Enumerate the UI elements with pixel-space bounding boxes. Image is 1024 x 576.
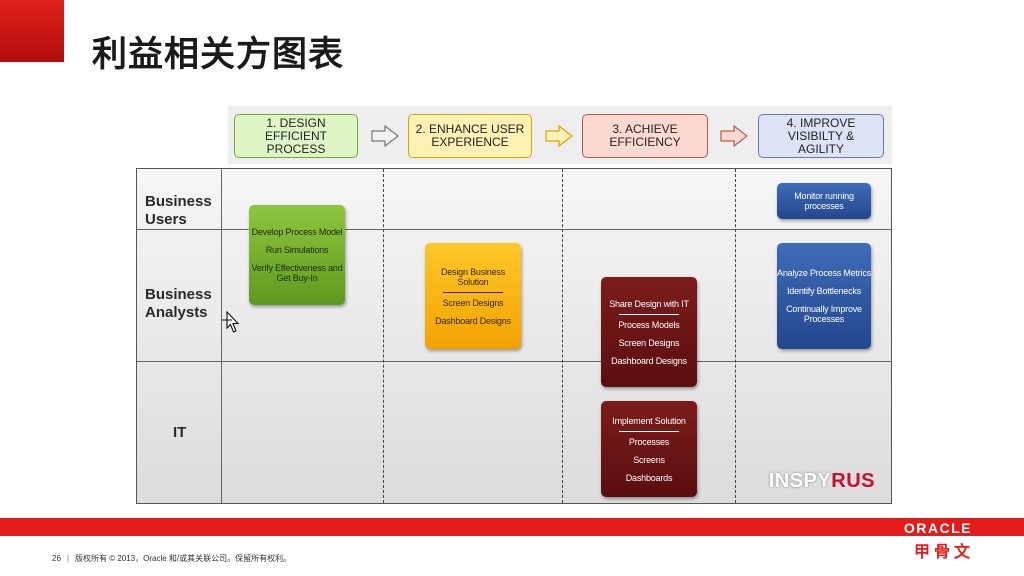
- label-column-divider: [221, 169, 222, 503]
- card-item: Process Models: [618, 319, 680, 330]
- inspyrus-logo: INSPYRUS: [769, 470, 875, 493]
- lane-divider: [137, 361, 891, 362]
- phase-divider: [735, 169, 736, 503]
- card-item: Analyze Process Metrics: [777, 268, 871, 278]
- stakeholder-diagram: 1. DESIGN EFFICIENT PROCESS 2. ENHANCE U…: [136, 106, 892, 506]
- phase-divider: [562, 169, 563, 503]
- oracle-chinese-logo: 甲骨文: [913, 542, 974, 561]
- footer-separator: |: [66, 554, 69, 563]
- card-share-design-with-it: Share Design with IT Process Models Scre…: [601, 277, 697, 387]
- card-item: Processes: [628, 436, 670, 447]
- card-item: Implement Solution: [612, 415, 686, 426]
- arrow-right-icon: [371, 125, 399, 147]
- logo-accent: R: [831, 470, 847, 492]
- phase-divider: [383, 169, 384, 503]
- card-item: Screen Designs: [442, 297, 504, 308]
- card-item: Share Design with IT: [609, 298, 689, 309]
- arrow-right-icon: [720, 125, 748, 147]
- card-item: Develop Process Model: [251, 227, 343, 237]
- arrow-right-icon: [545, 125, 573, 147]
- row-label-it: IT: [173, 424, 187, 441]
- card-divider: [619, 313, 679, 315]
- phase-achieve-efficiency: 3. ACHIEVE EFFICIENCY: [582, 114, 708, 158]
- card-item: Screen Designs: [618, 337, 680, 348]
- card-develop-process-model: Develop Process Model Run Simulations Ve…: [249, 205, 345, 305]
- logo-part: US: [846, 470, 875, 492]
- card-design-business-solution: Design Business Solution Screen Designs …: [425, 243, 521, 349]
- card-item: Dashboard Designs: [435, 315, 511, 326]
- page-number: 26: [52, 554, 61, 563]
- footer-copyright: 26 | 版权所有 © 2013，Oracle 和/或其关联公司。保留所有权利。: [52, 553, 291, 564]
- corner-accent-block: [0, 0, 64, 62]
- card-item: Identify Bottlenecks: [786, 286, 862, 296]
- page-title: 利益相关方图表: [92, 35, 345, 75]
- card-analyze-process-metrics: Analyze Process Metrics Identify Bottlen…: [777, 243, 871, 349]
- footer-red-bar: [0, 518, 1024, 536]
- card-implement-solution: Implement Solution Processes Screens Das…: [601, 401, 697, 497]
- card-item: Dashboard Designs: [611, 355, 687, 366]
- card-item: Design Business Solution: [440, 266, 506, 287]
- card-divider: [619, 430, 679, 432]
- phase-strip: 1. DESIGN EFFICIENT PROCESS 2. ENHANCE U…: [228, 106, 892, 164]
- card-item: Screens: [633, 454, 665, 465]
- card-item: Verify Effectiveness and Get Buy-In: [251, 263, 343, 283]
- card-monitor-running-processes: Monitor running processes: [777, 183, 871, 219]
- logo-part: INSPY: [768, 470, 832, 492]
- copyright-text: 版权所有 © 2013，Oracle 和/或其关联公司。保留所有权利。: [74, 554, 292, 563]
- card-item: Monitor running processes: [794, 191, 854, 211]
- phase-enhance-user-experience: 2. ENHANCE USER EXPERIENCE: [408, 114, 532, 158]
- oracle-logo: ORACLE: [903, 520, 972, 536]
- card-divider: [443, 291, 503, 293]
- move-cursor-icon: [222, 311, 240, 333]
- card-item: Continually Improve Processes: [786, 304, 862, 324]
- card-item: Run Simulations: [265, 245, 329, 255]
- row-label-business-users: Business Users: [145, 193, 212, 228]
- card-item: Dashboards: [625, 472, 673, 483]
- phase-improve-visibility-agility: 4. IMPROVE VISIBILTY & AGILITY: [758, 114, 884, 158]
- phase-design-efficient-process: 1. DESIGN EFFICIENT PROCESS: [234, 114, 358, 158]
- swimlane-grid: Business Users Business Analysts IT Deve…: [136, 168, 892, 504]
- row-label-business-analysts: Business Analysts: [145, 286, 212, 321]
- lane-divider: [137, 229, 891, 230]
